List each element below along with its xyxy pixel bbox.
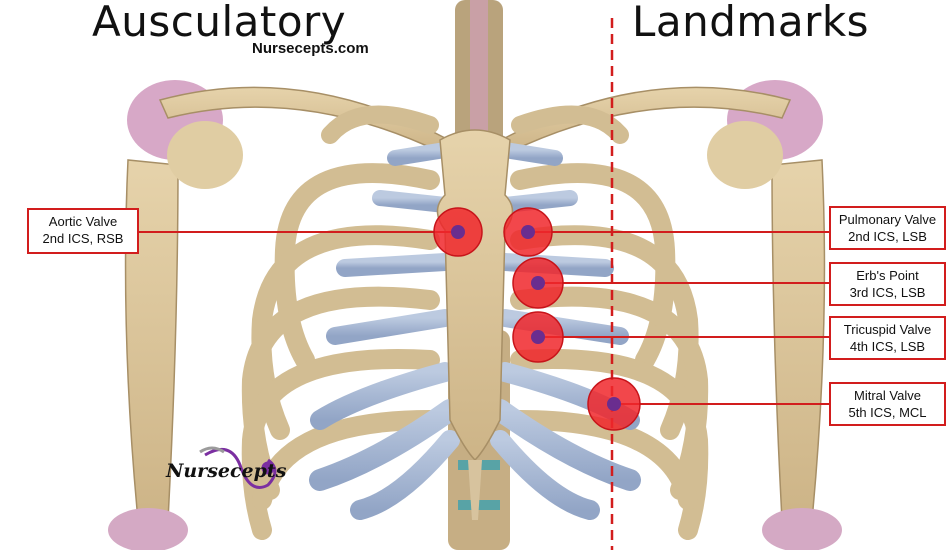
label-name: Mitral Valve [854,388,921,403]
marker-mitral[interactable] [587,377,641,431]
label-erbs-point: Erb's Point 3rd ICS, LSB [829,262,946,306]
logo-text: Nursecepts [166,460,287,482]
connector-lines [139,231,829,405]
label-tricuspid-valve: Tricuspid Valve 4th ICS, LSB [829,316,946,360]
ribs [241,105,709,540]
label-aortic-valve: Aortic Valve 2nd ICS, RSB [27,208,139,254]
label-location: 5th ICS, MCL [848,405,927,420]
marker-dot [521,225,535,239]
title-landmarks: Landmarks [632,0,870,46]
label-name: Tricuspid Valve [843,322,932,337]
label-location: 3rd ICS, LSB [849,285,926,300]
marker-aortic[interactable] [433,207,483,257]
label-location: 4th ICS, LSB [849,339,926,354]
watermark-text: Nursecepts.com [252,40,369,57]
label-mitral-valve: Mitral Valve 5th ICS, MCL [829,382,946,426]
stethoscope-icon [199,446,277,489]
marker-pulmonary[interactable] [503,207,553,257]
label-pulmonary-valve: Pulmonary Valve 2nd ICS, LSB [829,206,946,250]
label-location: 2nd ICS, RSB [42,231,124,246]
marker-dot [451,225,465,239]
label-name: Aortic Valve [48,214,118,229]
marker-tricuspid[interactable] [512,311,564,363]
marker-erbs[interactable] [512,257,564,309]
marker-dot [531,276,545,290]
label-name: Erb's Point [856,268,919,283]
title-ausculatory: Ausculatory [92,0,347,46]
label-location: 2nd ICS, LSB [848,229,927,244]
marker-dot [531,330,545,344]
label-name: Pulmonary Valve [838,212,937,227]
marker-dot [607,397,621,411]
